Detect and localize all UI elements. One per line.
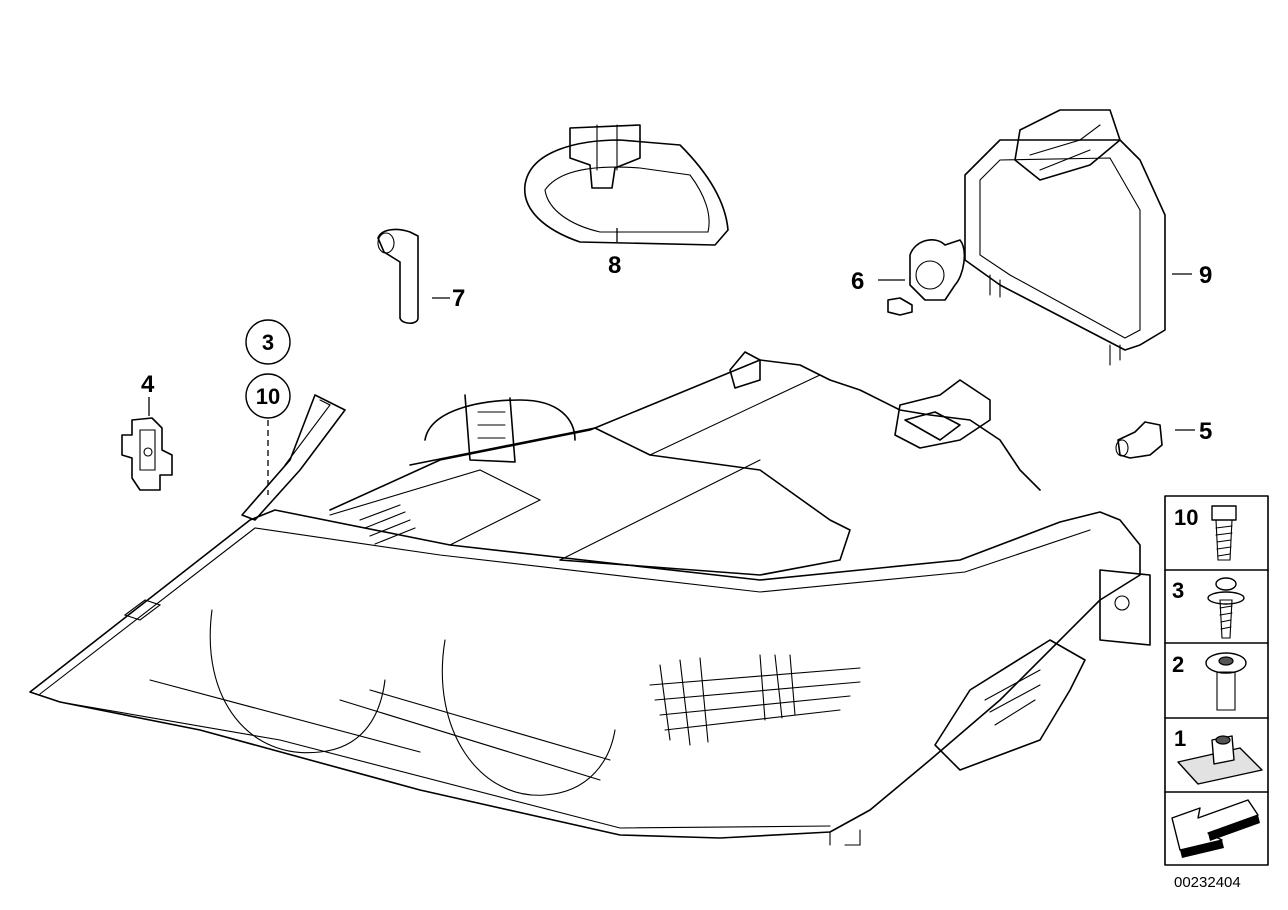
- part-4-clip: [121, 397, 173, 491]
- callout-circle-3: 3: [245, 319, 291, 365]
- legend-row-3: 3: [1172, 577, 1245, 639]
- part-8-cover-cap: [524, 124, 729, 246]
- legend-number-1: 1: [1174, 726, 1186, 751]
- part-7-elbow-seal: [377, 228, 450, 325]
- callout-4: 4: [141, 371, 155, 398]
- callout-circle-10: 10: [245, 373, 291, 419]
- part-5-small-bulb: [1115, 421, 1195, 459]
- legend-panel: 10 3 2: [1164, 495, 1269, 866]
- expanding-rivet-icon: [1211, 505, 1237, 561]
- legend-row-1: 1: [1174, 726, 1263, 785]
- legend-row-2: 2: [1172, 652, 1247, 711]
- callout-8: 8: [608, 252, 621, 279]
- callout-7: 7: [452, 285, 465, 312]
- screw-with-washer-icon: [1207, 577, 1245, 639]
- clip-nut-icon: [1177, 735, 1263, 785]
- part-9-housing-cover: [964, 109, 1192, 366]
- diagram-id: 00232404: [1174, 874, 1241, 891]
- callout-9: 9: [1199, 262, 1212, 289]
- callout-3-label: 3: [262, 330, 274, 355]
- callout-10-label: 10: [256, 384, 280, 409]
- part-6-bulb-socket: [878, 239, 966, 316]
- callout-6: 6: [851, 268, 864, 295]
- collar-screw-icon: [1205, 652, 1247, 711]
- legend-number-2: 2: [1172, 652, 1184, 677]
- headlight-housing: [29, 351, 1151, 846]
- legend-row-10: 10: [1174, 505, 1237, 561]
- legend-number-10: 10: [1174, 505, 1198, 530]
- legend-number-3: 3: [1172, 578, 1184, 603]
- arrow-icon: [1171, 799, 1260, 858]
- callout-5: 5: [1199, 418, 1212, 445]
